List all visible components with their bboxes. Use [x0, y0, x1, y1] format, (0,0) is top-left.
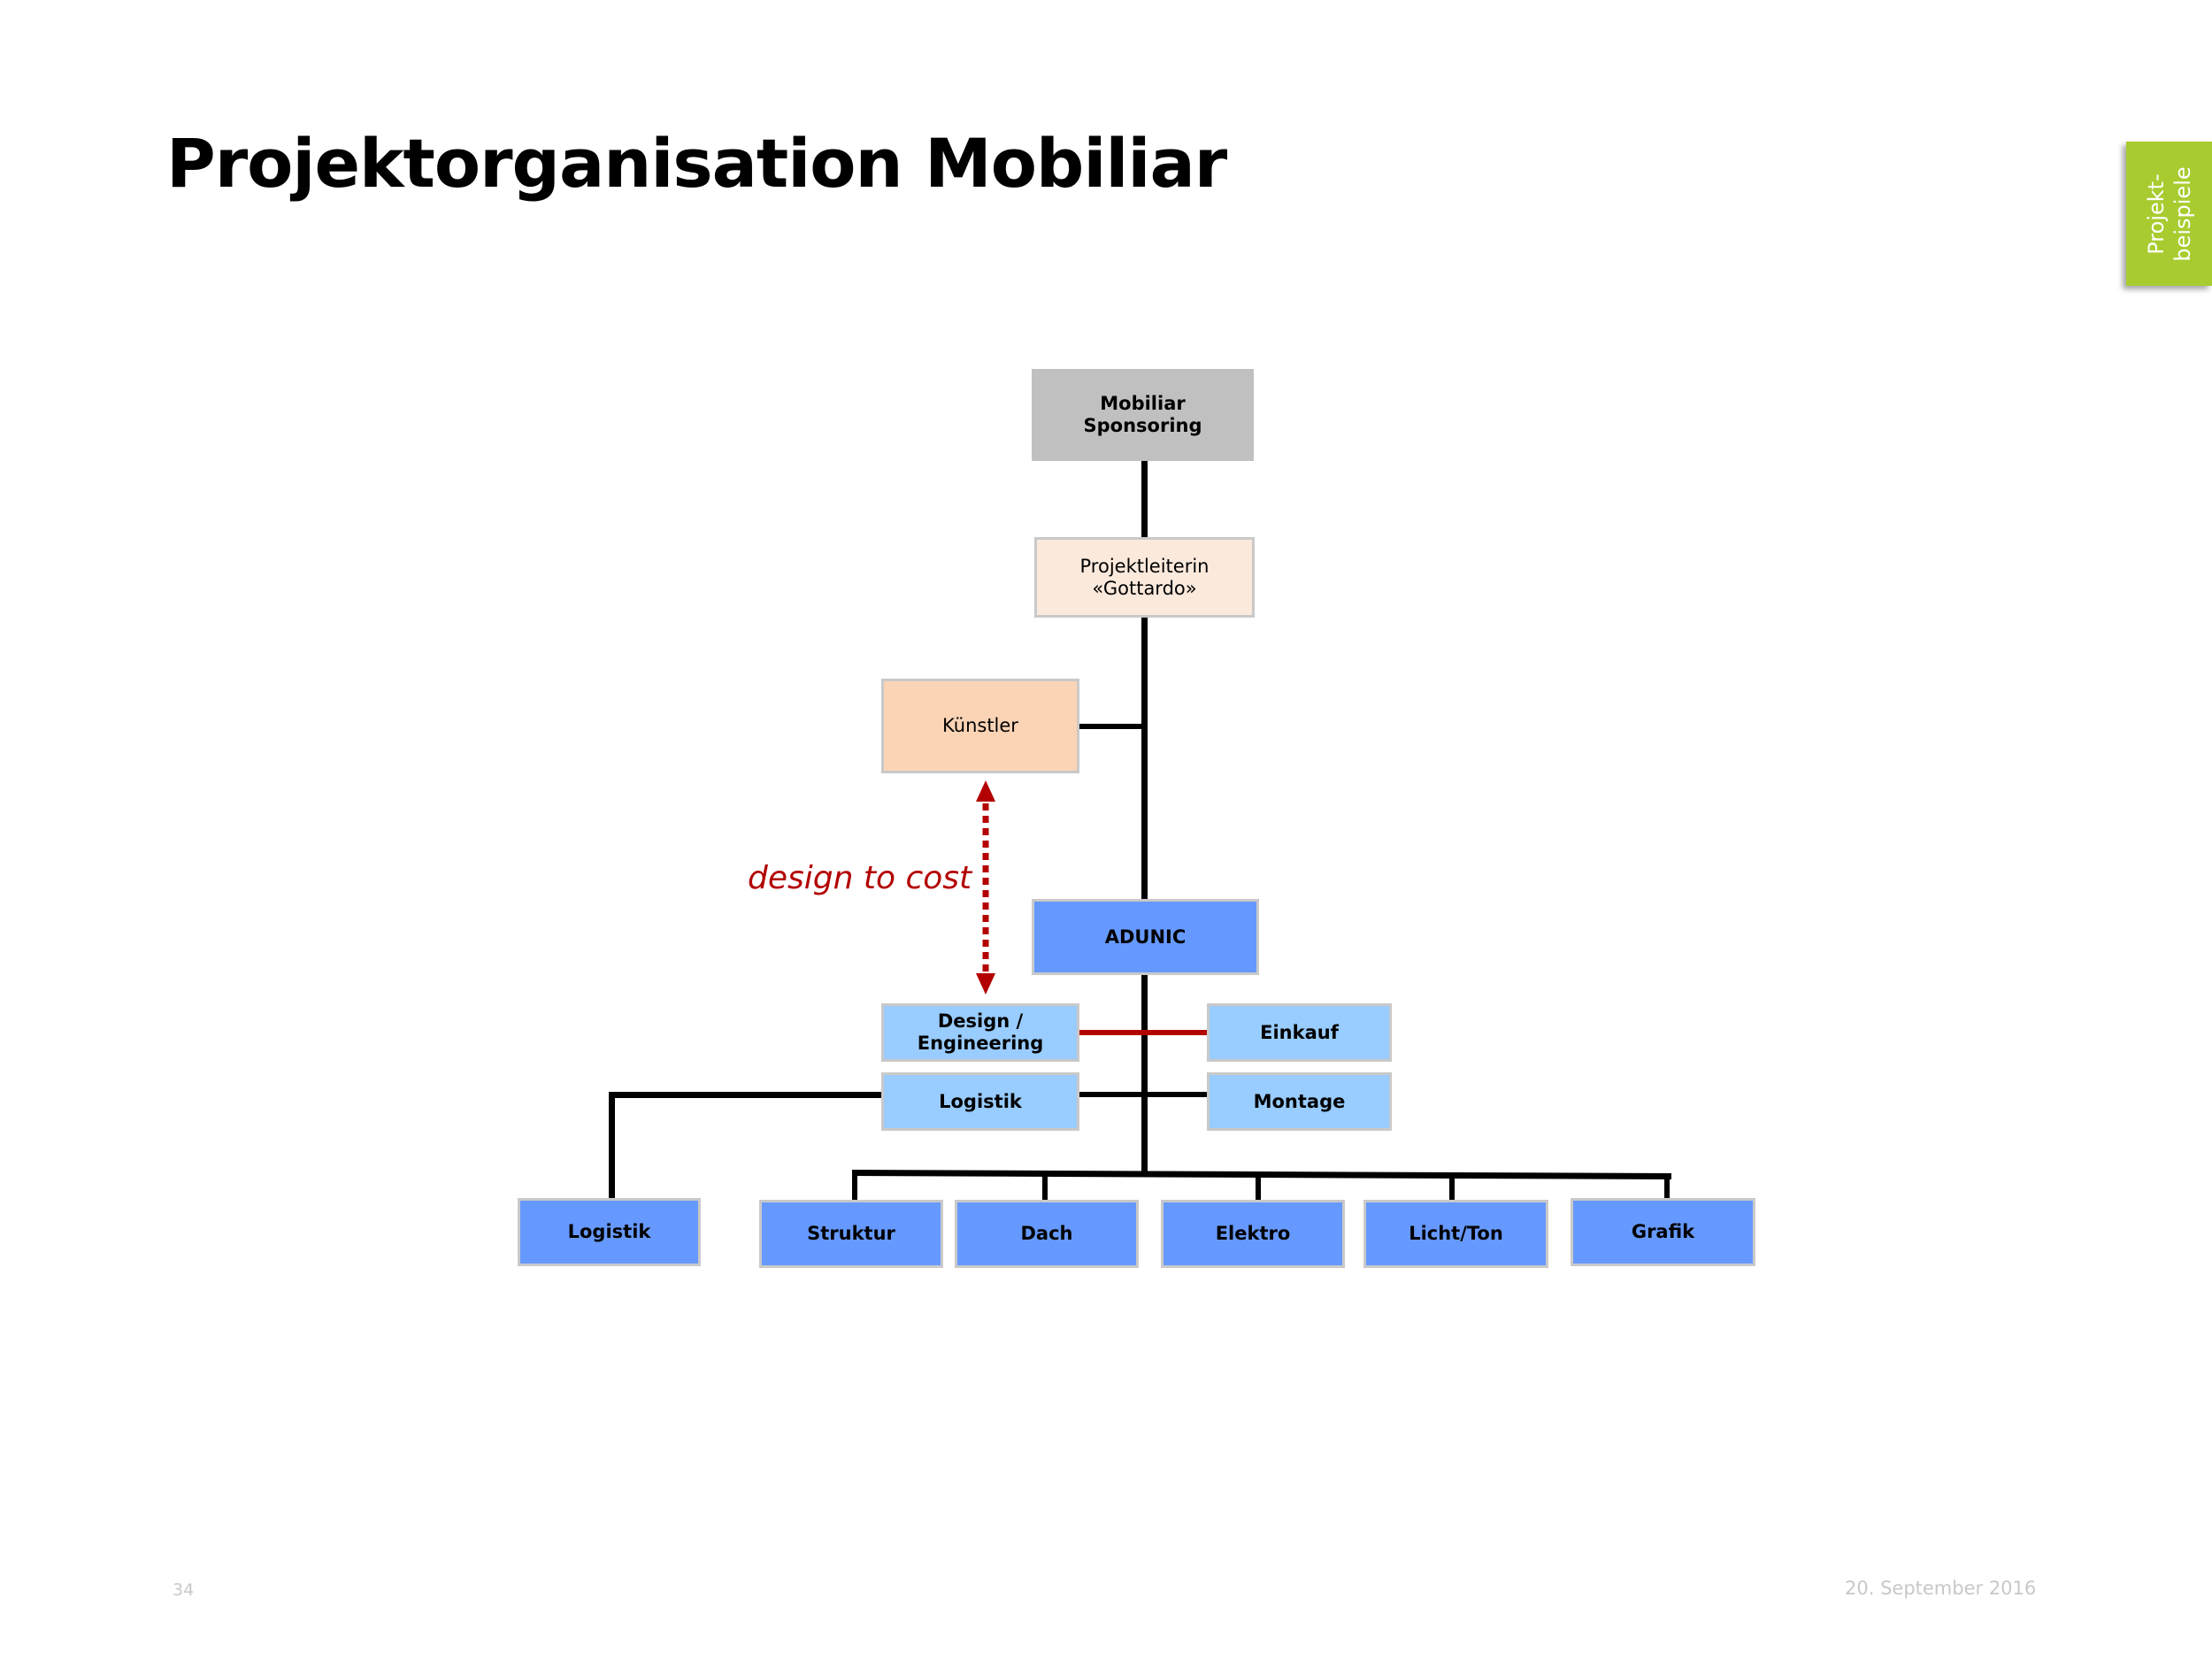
box-logistik-bottom[interactable]: Logistik	[518, 1198, 701, 1266]
arrow-head-down	[976, 973, 995, 995]
connector-main-trunk	[1141, 617, 1148, 1177]
connector-logistik-left	[609, 1092, 883, 1098]
connector-design-einkauf	[1079, 1030, 1208, 1035]
footer-date: 20. September 2016	[1845, 1578, 2037, 1599]
box-mobiliar-sponsoring[interactable]: Mobiliar Sponsoring	[1032, 369, 1254, 461]
connector-drop-elektro	[1256, 1172, 1261, 1202]
page-number: 34	[173, 1580, 195, 1600]
connector-drop-grafik	[1664, 1175, 1670, 1200]
box-design-engineering[interactable]: Design / Engineering	[881, 1003, 1079, 1062]
box-elektro[interactable]: Elektro	[1161, 1200, 1345, 1268]
design-to-cost-label: design to cost	[748, 860, 972, 896]
page-title: Projektorganisation Mobiliar	[166, 124, 1227, 203]
box-adunic[interactable]: ADUNIC	[1032, 899, 1259, 975]
connector-bottom-bar	[851, 1170, 1672, 1180]
box-logistik-mid[interactable]: Logistik	[881, 1072, 1079, 1131]
connector-logistik-drop	[609, 1092, 615, 1200]
connector-artist	[1079, 724, 1144, 729]
connector-sponsor-lead	[1141, 460, 1148, 538]
box-kuenstler[interactable]: Künstler	[881, 679, 1079, 773]
connector-drop-dach	[1042, 1171, 1048, 1202]
section-tab-label: Projekt- beispiele	[2143, 165, 2195, 262]
box-projektleiterin[interactable]: Projektleiterin «Gottardo»	[1034, 537, 1255, 618]
connector-logistik-montage	[1079, 1092, 1208, 1097]
design-to-cost-arrow	[976, 780, 995, 995]
section-tab[interactable]: Projekt- beispiele	[2126, 142, 2212, 286]
arrow-head-up	[976, 780, 995, 802]
box-dach[interactable]: Dach	[955, 1200, 1139, 1268]
connector-drop-licht-ton	[1449, 1173, 1455, 1202]
box-struktur[interactable]: Struktur	[759, 1200, 943, 1268]
connector-drop-struktur	[852, 1170, 857, 1202]
box-grafik[interactable]: Grafik	[1571, 1198, 1755, 1266]
box-licht-ton[interactable]: Licht/Ton	[1363, 1200, 1548, 1268]
box-einkauf[interactable]: Einkauf	[1207, 1003, 1392, 1062]
box-montage[interactable]: Montage	[1207, 1072, 1392, 1131]
